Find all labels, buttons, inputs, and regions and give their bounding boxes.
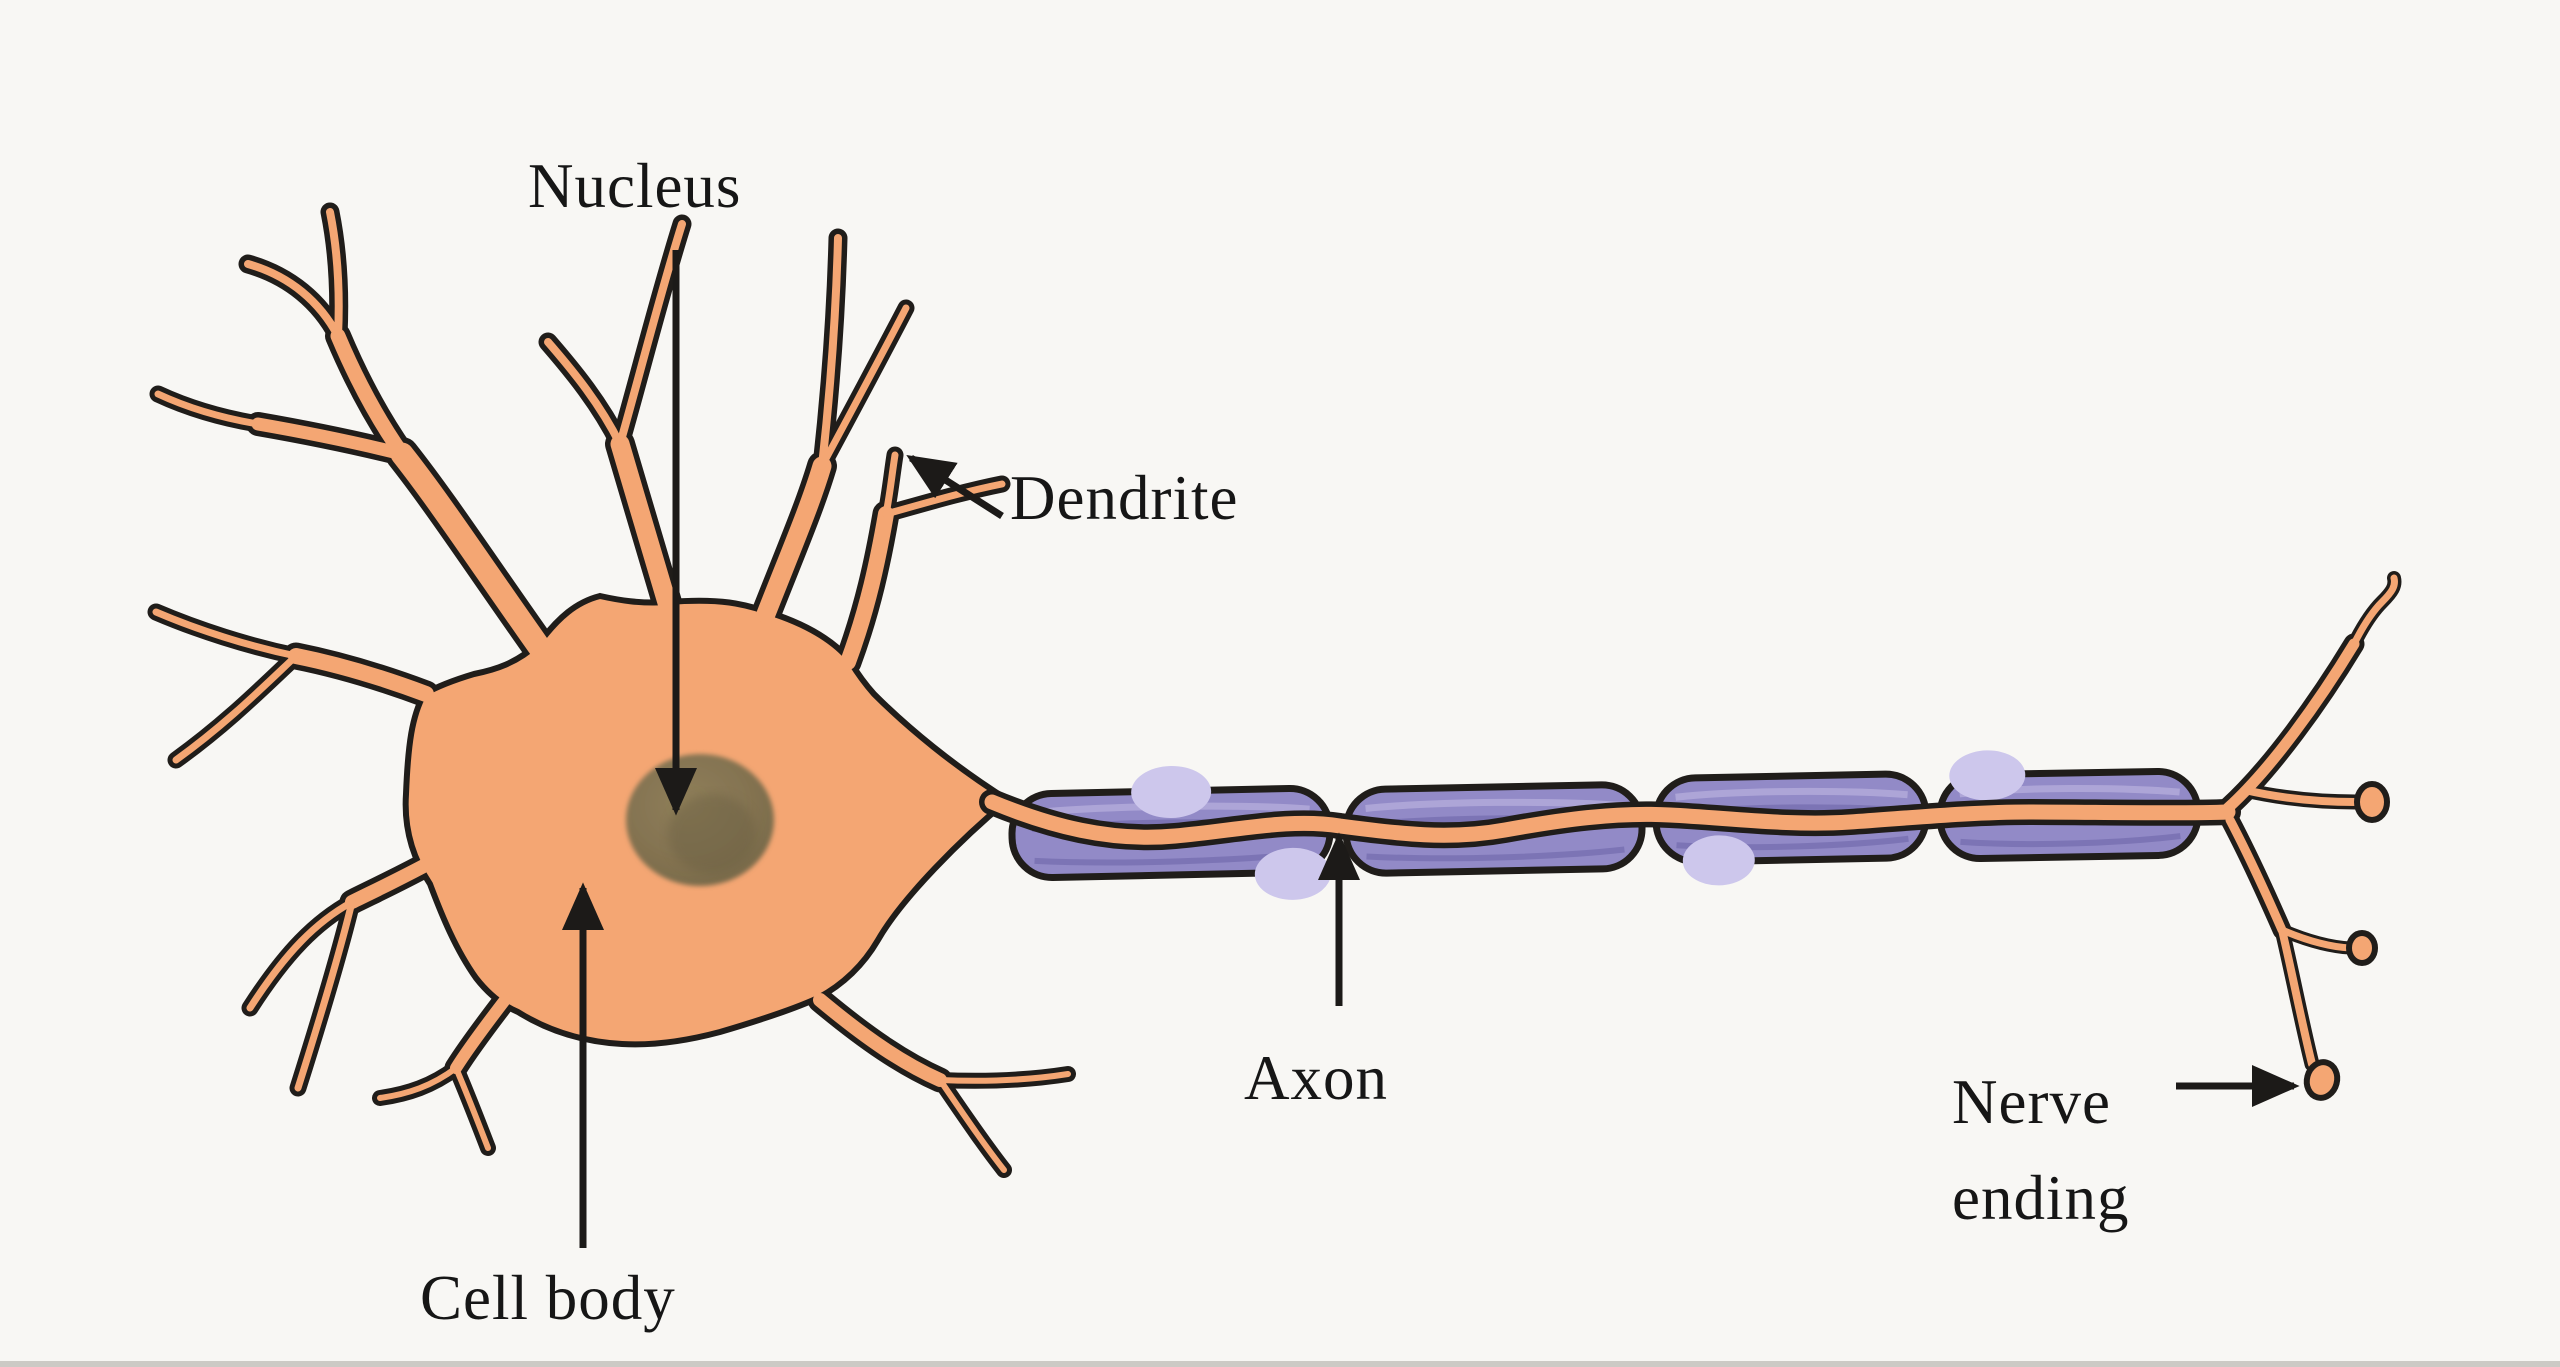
dendrite-arrow xyxy=(906,454,1004,519)
photo-bottom-edge xyxy=(0,1361,2560,1367)
dendrites-fill xyxy=(152,208,1071,1173)
nucleus-shape xyxy=(626,754,774,886)
schwann-cell-blob xyxy=(1131,765,1212,818)
label-nerve-ending: Nerve ending xyxy=(1952,1054,2129,1246)
label-axon: Axon xyxy=(1244,1043,1388,1113)
terminal-knob xyxy=(2346,930,2378,966)
label-nerve-ending-line1: Nerve xyxy=(1952,1067,2111,1137)
label-dendrite: Dendrite xyxy=(1010,463,1239,533)
label-nucleus: Nucleus xyxy=(528,151,742,221)
terminal-knob xyxy=(2303,1059,2341,1101)
axon-fill xyxy=(984,574,2398,1068)
schwann-cell-blob xyxy=(1254,847,1331,900)
label-cell-body: Cell body xyxy=(420,1263,676,1333)
terminal-knob xyxy=(2354,781,2390,823)
schwann-cell-blob xyxy=(1949,750,2026,801)
label-nerve-ending-line2: ending xyxy=(1952,1163,2130,1233)
label-arrows xyxy=(562,250,2300,1248)
nerve-ending-knobs xyxy=(2303,781,2390,1101)
schwann-cell-blob xyxy=(1682,835,1755,886)
